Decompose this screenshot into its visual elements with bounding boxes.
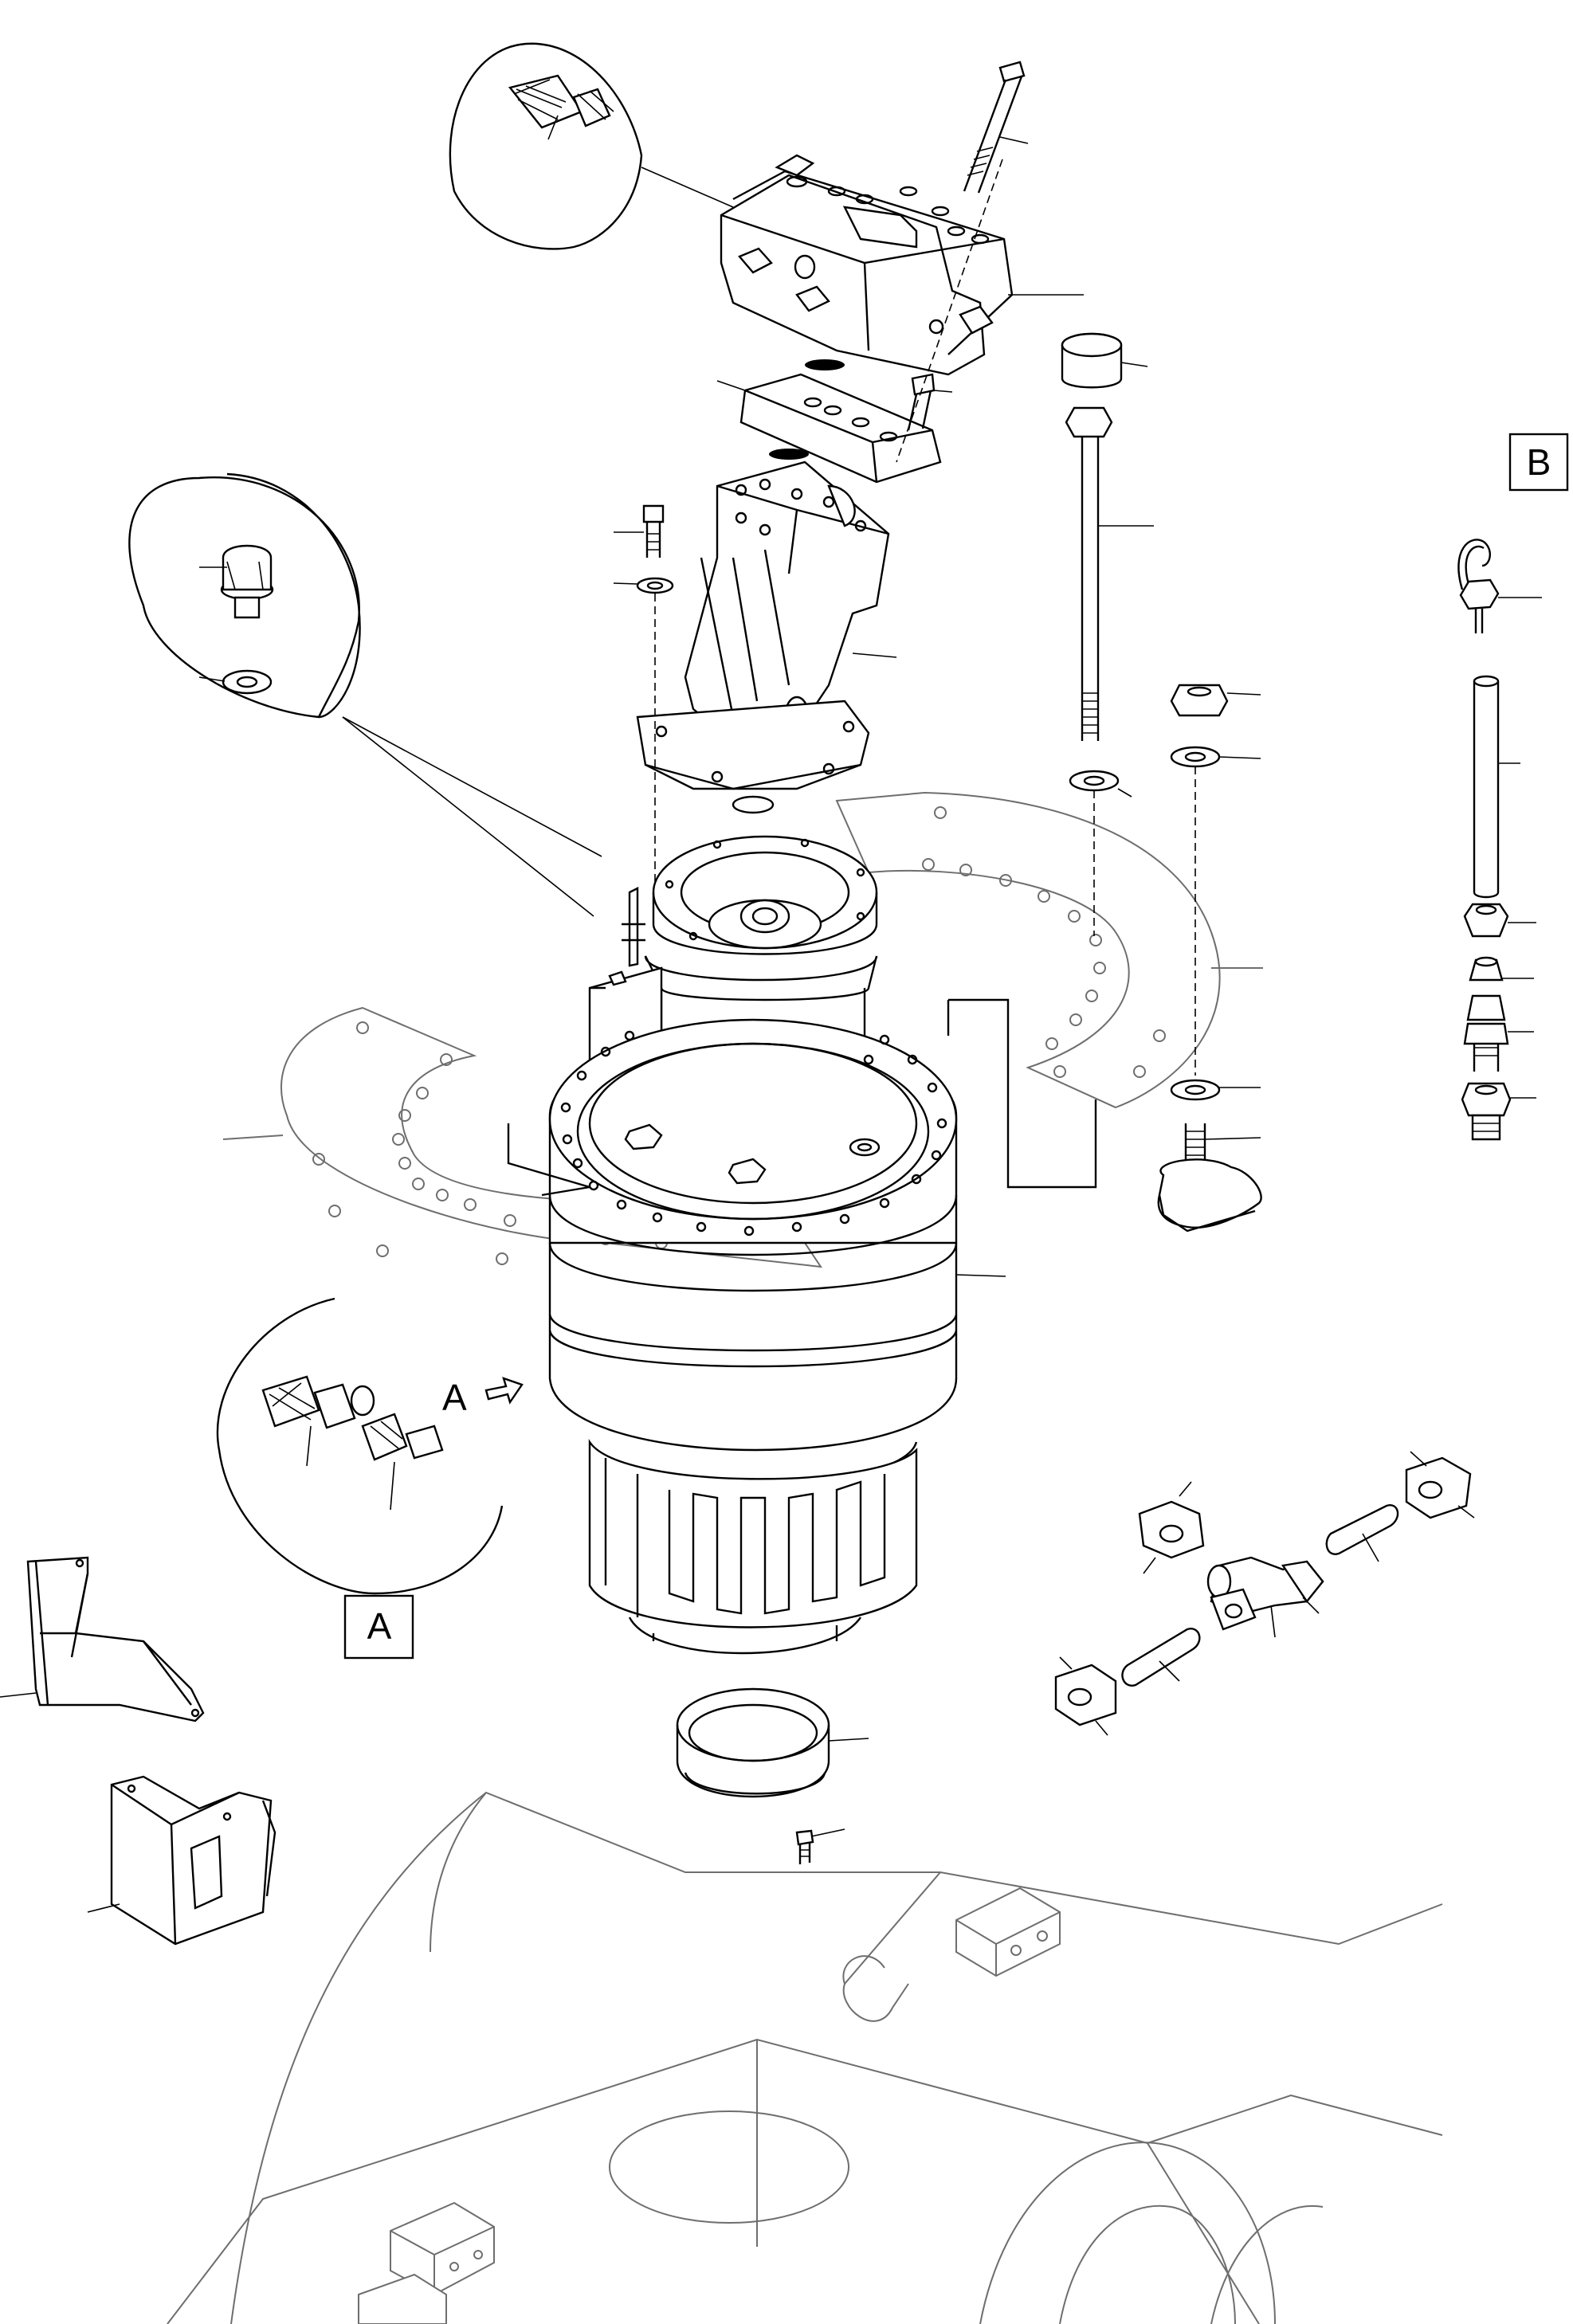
long-bolt-top xyxy=(963,61,1029,194)
nut-fitting-upper-right xyxy=(1405,1451,1475,1519)
fitting-icon xyxy=(261,1375,444,1461)
detail-b-hook xyxy=(1457,539,1542,633)
cap-top xyxy=(1061,332,1148,389)
nut-fitting-lower-left xyxy=(1054,1656,1117,1736)
view-arrow-a: A xyxy=(442,1377,524,1418)
guard-upper xyxy=(0,1556,205,1722)
gasket-right xyxy=(835,791,1263,1109)
valve-block xyxy=(720,154,1084,376)
detail-b-box-label: B xyxy=(1527,441,1551,483)
tee-fitting xyxy=(1206,1556,1324,1638)
adapter-plate xyxy=(716,373,942,484)
gearbox-top-flange xyxy=(652,835,878,955)
sleeve-tube xyxy=(507,1123,590,1197)
detail-b-box: B xyxy=(1508,433,1569,492)
guard-lower xyxy=(87,1775,277,1946)
washer-right-mid xyxy=(1170,746,1261,1076)
vent-filter-icon xyxy=(508,74,614,129)
small-screw xyxy=(907,373,953,431)
gasket-right-holes xyxy=(922,806,1166,1078)
nut-right xyxy=(1170,684,1261,717)
detail-a-box-label: A xyxy=(367,1605,392,1647)
gearbox-lower-housing xyxy=(548,1242,958,1485)
bottom-screw xyxy=(795,1828,845,1864)
callout-circle-plug-washer xyxy=(128,472,602,917)
washer-right-top xyxy=(1069,770,1132,936)
stud-base xyxy=(1157,1123,1262,1233)
pinion-gear xyxy=(588,1439,918,1655)
detail-b-ferrule xyxy=(1469,956,1534,982)
o-rings xyxy=(769,359,845,460)
detail-b-tube xyxy=(1473,675,1520,899)
callout-circle-vent-filter xyxy=(449,42,734,250)
gearbox-main-flange xyxy=(548,1018,1006,1277)
flange-bolt-holes xyxy=(560,1030,947,1236)
washer-left xyxy=(613,577,674,884)
detail-a-box: A xyxy=(343,1594,414,1660)
bolt-left xyxy=(614,504,665,558)
machine-chassis-background xyxy=(167,1791,1443,2324)
hydraulic-motor xyxy=(636,460,897,814)
bearing-ring xyxy=(676,1687,869,1798)
tube-lower-left xyxy=(1121,1628,1201,1687)
washer-right-low xyxy=(1170,1079,1261,1101)
view-arrow-a-label: A xyxy=(442,1377,467,1418)
detail-b-fitting-bottom xyxy=(1461,1082,1536,1141)
hose-outline xyxy=(947,998,1097,1189)
long-bolt-right xyxy=(1065,406,1154,741)
callout-circle-detail-a xyxy=(216,1297,504,1595)
dashed-centerline xyxy=(896,159,1003,463)
detail-b-adapter xyxy=(1463,994,1534,1072)
tube-upper-right xyxy=(1325,1504,1399,1562)
detail-b-nut xyxy=(1463,903,1536,938)
nut-fitting-upper-left xyxy=(1138,1481,1205,1574)
